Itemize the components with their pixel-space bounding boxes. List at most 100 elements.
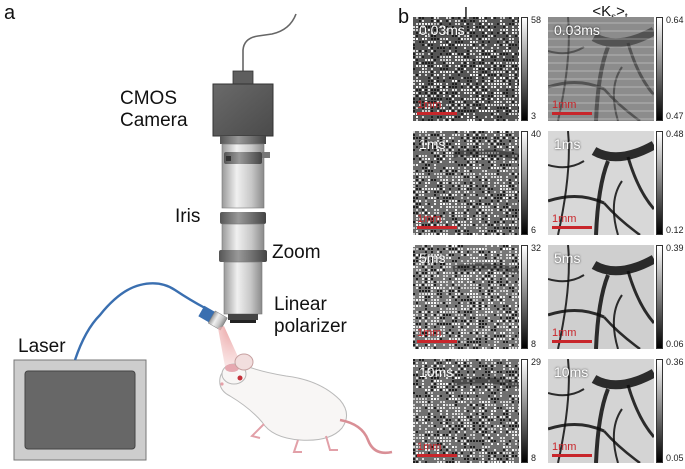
- contrast-colorbar-max: 0.64: [666, 15, 684, 25]
- contrast-image-content: [548, 131, 654, 235]
- fiber-cable: [73, 282, 206, 361]
- scale-bar-label: 1mm: [417, 441, 442, 453]
- camera-connector: [232, 70, 254, 85]
- contrast-exposure-label: 0.03ms: [554, 22, 600, 38]
- iris-label: Iris: [175, 206, 201, 227]
- scale-bar-label: 1mm: [417, 213, 442, 225]
- scale-bar-label: 1mm: [552, 99, 577, 111]
- contrast-colorbar-min: 0.47: [666, 111, 684, 121]
- polarizer-label-line1: Linear: [274, 294, 327, 315]
- polarizer-label: Linear polarizer: [274, 294, 347, 338]
- panel-a-letter: a: [4, 2, 16, 24]
- intensity-colorbar-max: 32: [531, 243, 542, 253]
- scale-bar-label: 1mm: [552, 213, 577, 225]
- panel-b-letter: b: [398, 6, 410, 28]
- contrast-colorbar-min: 0.05: [666, 453, 684, 463]
- contrast-image-content: [548, 359, 654, 463]
- intensity-image-0: 0.03ms 1mm: [413, 17, 519, 121]
- scale-bar: [417, 112, 457, 115]
- scale-bar: [552, 340, 592, 343]
- fiber-head: [198, 305, 228, 331]
- intensity-image-2: 5ms 1mm: [413, 245, 519, 349]
- contrast-colorbar-max: 0.36: [666, 357, 684, 367]
- scale-bar-group: 1mm: [552, 327, 594, 343]
- scale-bar-label: 1mm: [417, 99, 442, 111]
- intensity-colorbar-max: 58: [531, 15, 542, 25]
- contrast-image-0: 0.03ms 1mm: [548, 17, 654, 121]
- intensity-image-content: [413, 131, 519, 235]
- scale-bar-label: 1mm: [552, 327, 577, 339]
- imaging-setup-illustration: [13, 13, 393, 461]
- intensity-colorbar-min: 3: [531, 111, 537, 121]
- intensity-colorbar: [521, 17, 528, 121]
- camera-cable: [242, 13, 297, 71]
- contrast-colorbar: [656, 131, 663, 235]
- mouse-illustration: [219, 353, 393, 455]
- intensity-image-content: [413, 245, 519, 349]
- scale-bar: [552, 226, 592, 229]
- scale-bar: [552, 112, 592, 115]
- contrast-colorbar-max: 0.39: [666, 243, 684, 253]
- zoom-ring: [219, 250, 267, 262]
- intensity-colorbar-max: 29: [531, 357, 542, 367]
- scale-bar-group: 1mm: [417, 327, 459, 343]
- camera-label-line2: Camera: [120, 110, 188, 131]
- intensity-image-1: 1ms 1mm: [413, 131, 519, 235]
- intensity-colorbar: [521, 131, 528, 235]
- intensity-image-3: 10ms 1mm: [413, 359, 519, 463]
- iris-ring: [220, 212, 266, 224]
- contrast-exposure-label: 1ms: [554, 136, 581, 152]
- intensity-exposure-label: 10ms: [419, 364, 454, 380]
- focus-knob-small: [226, 156, 231, 161]
- zoom-label: Zoom: [272, 242, 321, 263]
- camera-label: CMOS Camera: [120, 88, 188, 132]
- contrast-colorbar-min: 0.06: [666, 339, 684, 349]
- scale-bar-label: 1mm: [417, 327, 442, 339]
- scale-bar: [417, 226, 457, 229]
- focus-ring: [224, 152, 262, 164]
- scale-bar-group: 1mm: [417, 99, 459, 115]
- intensity-colorbar-min: 8: [531, 339, 537, 349]
- contrast-colorbar-min: 0.12: [666, 225, 684, 235]
- scale-bar: [552, 454, 592, 457]
- contrast-header-suffix: >: [616, 3, 625, 20]
- polarizer-lip: [230, 320, 256, 323]
- intensity-exposure-label: 1ms: [419, 136, 446, 152]
- lens-mid-tube: [221, 223, 265, 253]
- contrast-image-content: [548, 17, 654, 121]
- contrast-image-3: 10ms 1mm: [548, 359, 654, 463]
- intensity-exposure-label: 5ms: [419, 250, 446, 266]
- scale-bar-group: 1mm: [552, 441, 594, 457]
- contrast-image-content: [548, 245, 654, 349]
- intensity-colorbar: [521, 359, 528, 463]
- intensity-column-header: I: [463, 4, 469, 21]
- laser-screen: [24, 370, 136, 450]
- intensity-colorbar-min: 8: [531, 453, 537, 463]
- contrast-image-2: 5ms 1mm: [548, 245, 654, 349]
- intensity-colorbar: [521, 245, 528, 349]
- contrast-exposure-label: 10ms: [554, 364, 589, 380]
- laser-label: Laser: [18, 336, 66, 357]
- contrast-colorbar: [656, 245, 663, 349]
- intensity-colorbar-max: 40: [531, 129, 542, 139]
- scale-bar-group: 1mm: [417, 213, 459, 229]
- scale-bar: [417, 340, 457, 343]
- intensity-colorbar-min: 6: [531, 225, 537, 235]
- lens-mount: [220, 136, 266, 144]
- camera-body: [212, 83, 274, 137]
- lens-lower-tube: [223, 261, 263, 315]
- intensity-image-content: [413, 17, 519, 121]
- contrast-colorbar: [656, 359, 663, 463]
- polarizer-ring: [228, 314, 258, 320]
- scale-bar-group: 1mm: [417, 441, 459, 457]
- scale-bar: [417, 454, 457, 457]
- contrast-colorbar-max: 0.48: [666, 129, 684, 139]
- scale-bar-group: 1mm: [552, 213, 594, 229]
- intensity-image-content: [413, 359, 519, 463]
- intensity-exposure-label: 0.03ms: [419, 22, 465, 38]
- contrast-header-main: <K: [592, 3, 612, 20]
- contrast-exposure-label: 5ms: [554, 250, 581, 266]
- scale-bar-group: 1mm: [552, 99, 594, 115]
- contrast-colorbar: [656, 17, 663, 121]
- polarizer-label-line2: polarizer: [274, 316, 347, 337]
